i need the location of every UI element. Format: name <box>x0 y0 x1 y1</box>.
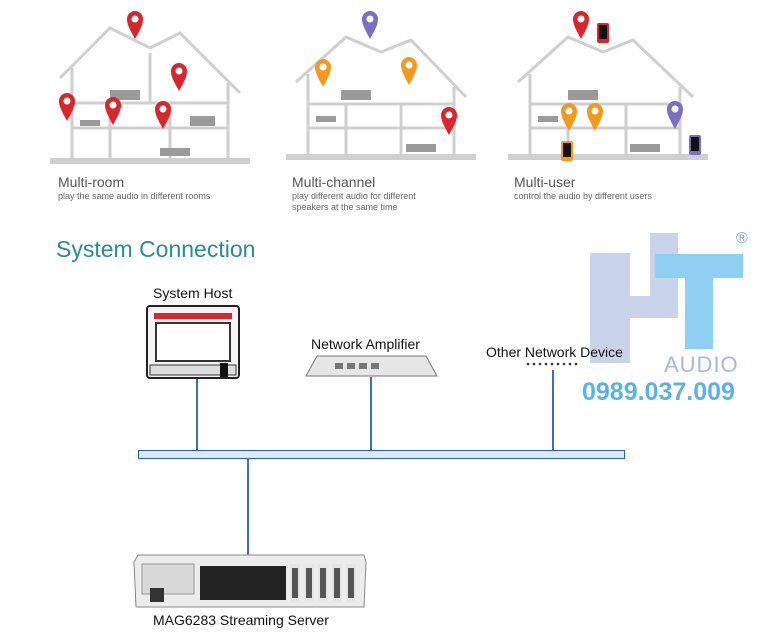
location-pin-icon <box>441 107 457 135</box>
location-pin-icon <box>315 59 331 87</box>
location-pin-icon <box>561 103 577 131</box>
location-pin-icon <box>171 63 187 91</box>
ht-audio-logo <box>590 233 743 363</box>
location-pin-icon <box>105 97 121 125</box>
mode-title-multi-channel: Multi-channel <box>292 174 376 190</box>
phone-icon <box>689 135 701 155</box>
multi-channel-illustration <box>286 35 476 160</box>
logo-registered: ® <box>736 230 748 247</box>
amplifier-link-line <box>370 377 372 451</box>
system-host-device <box>146 305 240 379</box>
mode-title-multi-room: Multi-room <box>58 174 125 190</box>
logo-phone: 0989.037.009 <box>582 378 735 406</box>
network-amplifier-device <box>305 355 438 377</box>
location-pin-icon <box>362 11 378 39</box>
section-title: System Connection <box>56 236 256 262</box>
other-device-dots <box>526 362 578 366</box>
mode-desc-multi-user: control the audio by different users <box>514 191 652 201</box>
multi-user-illustration <box>508 35 708 160</box>
streaming-server-label: MAG6283 Streaming Server <box>153 612 329 628</box>
location-pin-icon <box>573 11 589 39</box>
mode-desc-multi-room: play the same audio in different rooms <box>58 191 211 201</box>
system-host-label: System Host <box>153 285 233 301</box>
location-pin-icon <box>587 103 603 131</box>
multi-room-illustration <box>50 26 250 164</box>
phone-icon <box>597 23 609 43</box>
other-device-link-line <box>552 370 554 451</box>
location-pin-icon <box>667 101 683 129</box>
streaming-server-device <box>133 554 367 608</box>
network-bus <box>138 450 625 459</box>
location-pin-icon <box>155 101 171 129</box>
location-pin-icon <box>127 11 143 39</box>
location-pin-icon <box>59 93 75 121</box>
phone-icon <box>561 141 573 161</box>
location-pin-icon <box>401 57 417 85</box>
other-network-device-label: Other Network Device <box>486 344 623 360</box>
server-link-line <box>247 459 249 555</box>
mode-desc-multi-channel: play different audio for different speak… <box>292 191 416 212</box>
mode-title-multi-user: Multi-user <box>514 174 576 190</box>
network-amplifier-label: Network Amplifier <box>311 336 420 352</box>
host-link-line <box>196 379 198 451</box>
logo-sub-audio: AUDIO <box>664 352 739 377</box>
